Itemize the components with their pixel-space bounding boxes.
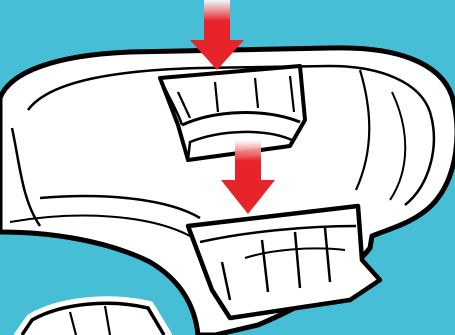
corner-part [18,300,168,335]
lower-seated-part [188,206,380,318]
